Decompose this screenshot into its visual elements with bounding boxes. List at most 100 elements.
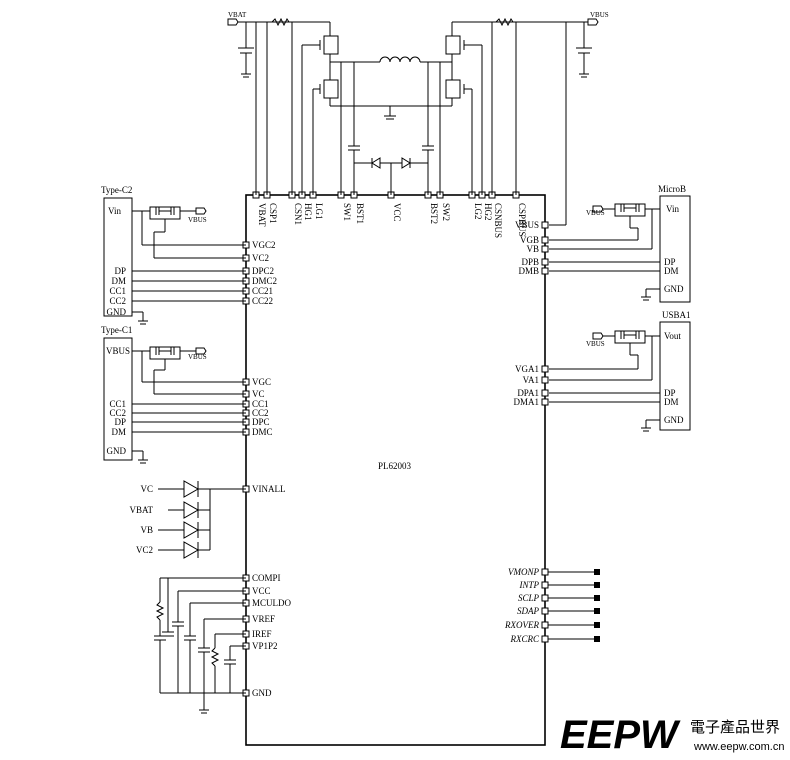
right-pin-vb-pad xyxy=(541,245,549,253)
right-pin-dmb-pad xyxy=(541,267,549,275)
eepw-logo: EEPW xyxy=(560,713,681,757)
top-pin-csn1-label: CSN1 xyxy=(293,203,303,225)
left-pin-cc22-label: CC22 xyxy=(252,296,273,306)
vbat-rail-label: VBAT xyxy=(228,11,247,19)
type-c2-connector xyxy=(103,197,246,325)
right-pin-va1-pad xyxy=(541,376,549,384)
right-pin-vga1-label: VGA1 xyxy=(515,364,539,374)
usba1-pin-dp: DP xyxy=(664,388,676,398)
power-stage xyxy=(227,17,599,226)
left-pin-iref-label: IREF xyxy=(252,629,272,639)
right-pin-vgb-pad xyxy=(541,236,549,244)
top-pin-lg2-label: LG2 xyxy=(473,203,483,220)
usba1-title: USBA1 xyxy=(662,310,691,320)
diode-input-vc-label: VC xyxy=(140,484,153,494)
signal-vmonp-label: VMONP xyxy=(508,567,539,577)
type_c2-pin-vin: Vin xyxy=(108,206,121,216)
microb-pin-dm: DM xyxy=(664,266,679,276)
signal-rxcrc-pad xyxy=(541,635,549,643)
signal-intp-terminal xyxy=(594,582,600,588)
signal-sdap-terminal xyxy=(594,608,600,614)
signal-vmonp-terminal xyxy=(594,569,600,575)
right-pin-dma1-pad xyxy=(541,398,549,406)
right-pin-vga1-pad xyxy=(541,365,549,373)
top-pin-sw1-label: SW1 xyxy=(342,203,352,221)
microb-pin-gnd: GND xyxy=(664,284,684,294)
signal-sclp-terminal xyxy=(594,595,600,601)
signal-intp-pad xyxy=(541,581,549,589)
left-pin-dpc2-label: DPC2 xyxy=(252,266,274,276)
microb-connector xyxy=(549,195,691,303)
top-pin-hg1-label: HG1 xyxy=(303,203,313,221)
top-pin-csp1-label: CSP1 xyxy=(268,203,278,224)
type_c2-pin-dp: DP xyxy=(114,266,126,276)
right-pin-dpb-pad xyxy=(541,258,549,266)
top-pin-hg2-label: HG2 xyxy=(483,203,493,221)
type-c2-switch-mosfets xyxy=(155,207,175,215)
diode-input-vc2-label: VC2 xyxy=(136,545,153,555)
type_c2-pin-gnd: GND xyxy=(107,307,127,317)
usba1-connector xyxy=(549,321,691,432)
left-pin-vc2-label: VC2 xyxy=(252,253,269,263)
right-pin-vgb-label: VGB xyxy=(520,235,539,245)
type_c2-pin-dm: DM xyxy=(111,276,126,286)
signal-rxover-terminal xyxy=(594,622,600,628)
right-pin-dpa1-pad xyxy=(541,389,549,397)
usba1-pin-gnd: GND xyxy=(664,415,684,425)
top-pin-bst2-label: BST2 xyxy=(429,203,439,224)
left-pin-dmc2-label: DMC2 xyxy=(252,276,277,286)
type_c1-pin-gnd: GND xyxy=(107,446,127,456)
left-pin-cc21-label: CC21 xyxy=(252,286,273,296)
signal-rxover-pad xyxy=(541,621,549,629)
left-pin-vp1p2-label: VP1P2 xyxy=(252,641,278,651)
analog-section xyxy=(154,577,246,714)
left-pin-dpc-label: DPC xyxy=(252,417,270,427)
left-pin-gnd-label: GND xyxy=(252,688,272,698)
type-c1-switch-label: VBUS xyxy=(188,353,207,361)
right-pin-dmb-label: DMB xyxy=(518,266,539,276)
top-pin-vcc-label: VCC xyxy=(392,203,402,222)
left-pin-vc-label: VC xyxy=(252,389,265,399)
type_c1-pin-dm: DM xyxy=(111,427,126,437)
right-pin-vbus-pad xyxy=(541,221,549,229)
left-pin-cc1-label: CC1 xyxy=(252,399,269,409)
type-c2-title: Type-C2 xyxy=(101,185,132,195)
left-pin-vcc-label: VCC xyxy=(252,586,271,596)
microb-title: MicroB xyxy=(658,184,686,194)
microb-pin-vin: Vin xyxy=(666,204,679,214)
microb-switch-label: VBUS xyxy=(586,209,605,217)
eepw-url: www.eepw.com.cn xyxy=(693,741,784,753)
vbus-rail-label: VBUS xyxy=(590,11,609,19)
microb-pin-dp: DP xyxy=(664,257,676,267)
left-pin-dmc-label: DMC xyxy=(252,427,273,437)
signal-sclp-pad xyxy=(541,594,549,602)
type-c1-switch-mosfets xyxy=(155,347,175,355)
left-pin-vgc2-label: VGC2 xyxy=(252,240,276,250)
left-pin-vinall-label: VINALL xyxy=(252,484,286,494)
eepw-cn-name: 電子產品世界 xyxy=(690,719,780,736)
left-pin-cc2-label: CC2 xyxy=(252,408,269,418)
top-pin-csnbus-label: CSNBUS xyxy=(493,203,503,238)
usba1-pin-vout: Vout xyxy=(664,331,681,341)
chip-name: PL62003 xyxy=(378,461,412,471)
right-pin-va1-label: VA1 xyxy=(523,375,539,385)
type-c1-connector xyxy=(103,337,246,464)
top-pin-cspbus-label: CSPBUS xyxy=(517,203,527,237)
left-pin-vgc-label: VGC xyxy=(252,377,271,387)
type_c1-pin-dp: DP xyxy=(114,417,126,427)
signal-rxcrc-label: RXCRC xyxy=(510,634,540,644)
type-c2-switch-label: VBUS xyxy=(188,216,207,224)
usba1-switch-label: VBUS xyxy=(586,340,605,348)
type_c1-pin-vbus: VBUS xyxy=(106,346,130,356)
diode-input-vb-label: VB xyxy=(140,525,153,535)
top-pin-vbat-label: VBAT xyxy=(257,203,267,227)
usba1-pin-dm: DM xyxy=(664,397,679,407)
chip-body xyxy=(245,194,546,746)
signal-sdap-label: SDAP xyxy=(517,606,539,616)
right-pin-dpa1-label: DPA1 xyxy=(517,388,539,398)
right-pin-vb-label: VB xyxy=(526,244,539,254)
